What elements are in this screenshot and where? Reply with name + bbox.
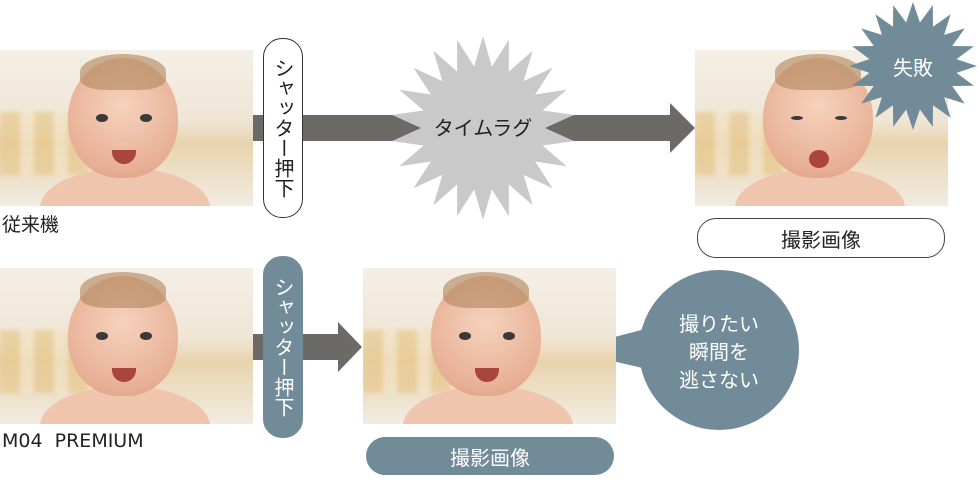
photo-premium-before xyxy=(0,268,253,424)
shutter-press-label: シャッター押下 xyxy=(271,58,295,198)
bubble-line: 逃さない xyxy=(679,368,759,392)
captured-image-label: 撮影画像 xyxy=(450,445,530,470)
shutter-press-label: シャッター押下 xyxy=(271,277,295,417)
captured-image-pill-conventional: 撮影画像 xyxy=(697,218,945,258)
fail-label: 失敗 xyxy=(893,56,933,80)
bubble-line: 撮りたい xyxy=(679,312,759,336)
photo-conventional-before xyxy=(0,50,253,206)
speech-bubble-text: 撮りたい 瞬間を 逃さない xyxy=(639,310,799,394)
time-lag-label: タイムラグ xyxy=(433,116,533,140)
captured-image-label: 撮影画像 xyxy=(781,227,861,252)
time-lag-starburst xyxy=(391,36,575,220)
photo-conventional-result-crying xyxy=(695,50,948,206)
bubble-line: 瞬間を xyxy=(689,340,749,364)
captured-image-pill-premium: 撮影画像 xyxy=(366,437,614,475)
fail-starburst xyxy=(849,2,977,130)
premium-camera-label: M04 PREMIUM xyxy=(2,430,144,452)
photo-premium-result-smiling xyxy=(363,268,616,424)
top-arrow-head xyxy=(670,103,695,153)
shutter-press-pill-conventional: シャッター押下 xyxy=(263,38,303,218)
conventional-camera-label: 従来機 xyxy=(2,214,60,236)
speech-bubble xyxy=(639,270,799,430)
bottom-arrow-head xyxy=(338,322,362,372)
shutter-press-pill-premium: シャッター押下 xyxy=(263,256,303,438)
